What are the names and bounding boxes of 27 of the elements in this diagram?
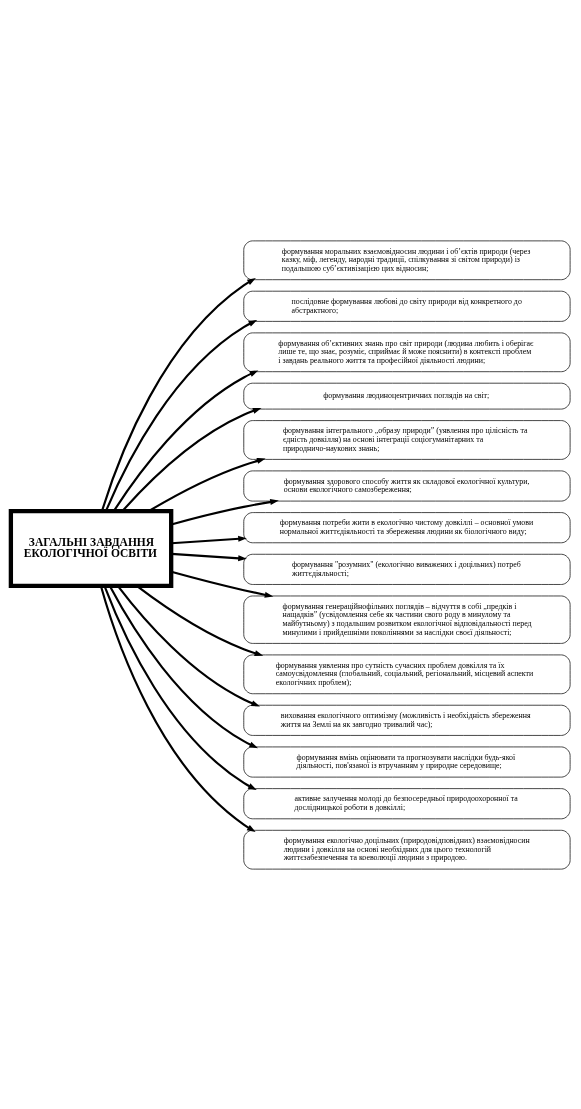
arrow bbox=[171, 570, 274, 598]
node-box: формування людиноцентричних поглядів на світ; bbox=[243, 382, 571, 409]
arrow bbox=[171, 498, 279, 525]
node-box: формування вмінь оцінювати та прогнозувати наслідки будь-якої діяльності, пов'язаної із втручанням у природне середовище; bbox=[243, 746, 571, 777]
arrow bbox=[104, 319, 258, 511]
arrow bbox=[99, 585, 256, 832]
node-box: формування уявлення про сутність сучасних проблем довкілля та їх самоусвідомлення (глобальний, соціальний, регіональний, місцевий аспекти екологічних проблем); bbox=[243, 654, 571, 694]
arrow bbox=[112, 369, 259, 512]
arrow bbox=[121, 407, 262, 512]
arrow bbox=[108, 585, 258, 748]
arrow bbox=[171, 535, 247, 544]
node-box: формування генераційнофільних поглядів – відчуття в собі „предків і нащадків” (усвідомлення себе як частини свого роду в минулому та майбутньому) з подальшим розвитком екологічної відповідальності перед минулими і прийдешніми поколіннями за наслідки своєї діяльності; bbox=[243, 595, 571, 644]
node-box: формування потреби жити в екологічно чистому довкіллі – основної умови нормальної життєдіяльності та збереження людини як біологічного виду; bbox=[243, 511, 571, 543]
node-box: формування "розумних" (екологічно виважених і доцільних) потреб життєдіяльності; bbox=[243, 553, 571, 585]
node-box: формування моральних взаємовідносин людини і об’єктів природи (через казку, міф, легенду, народні традиції, спілкування зі світом природи) із подальшою суб’єктивізацією цих відносин; bbox=[243, 240, 571, 280]
arrow bbox=[171, 552, 247, 561]
node-box: ЗАГАЛЬНІ ЗАВДАННЯ ЕКОЛОГІЧНОЇ ОСВІТИ bbox=[8, 508, 174, 588]
node-box: формування здорового способу життя як складової екологічної культури, основи екологічного самозбереження; bbox=[243, 470, 571, 501]
node-box: формування інтегрального „образу природи” (уявлення про цілісність та єдність довкілля) на основі інтеграції соціогуманітарних та природничо-наукових знань; bbox=[243, 419, 571, 460]
node-box: формування об’єктивних знань про світ природи (людина любить і оберігає лише те, що знає, розуміє, сприймає й може пояснити) в контексті проблем і завдань реального життя та професійної діяльності людини; bbox=[243, 332, 571, 372]
node-box: послідовне формування любові до світу природи від конкретного до абстрактного; bbox=[243, 290, 571, 322]
node-box: формування екологічно доцільних (природовідповідних) взаємовідносин людини і довкілля на основі необхідних для цього технологій життєзабезпечення та коеволюції людини з природою. bbox=[243, 829, 571, 869]
arrow bbox=[148, 457, 266, 512]
node-box: активне залучення молоді до безпосередньої природоохоронної та дослідницької роботи в довкіллі; bbox=[243, 787, 571, 819]
arrow bbox=[103, 585, 257, 790]
node-box: виховання екологічного оптимізму (можливість і необхідність збереження життя на Землі на як завгодно тривалий час); bbox=[243, 704, 571, 736]
arrow bbox=[100, 277, 256, 511]
